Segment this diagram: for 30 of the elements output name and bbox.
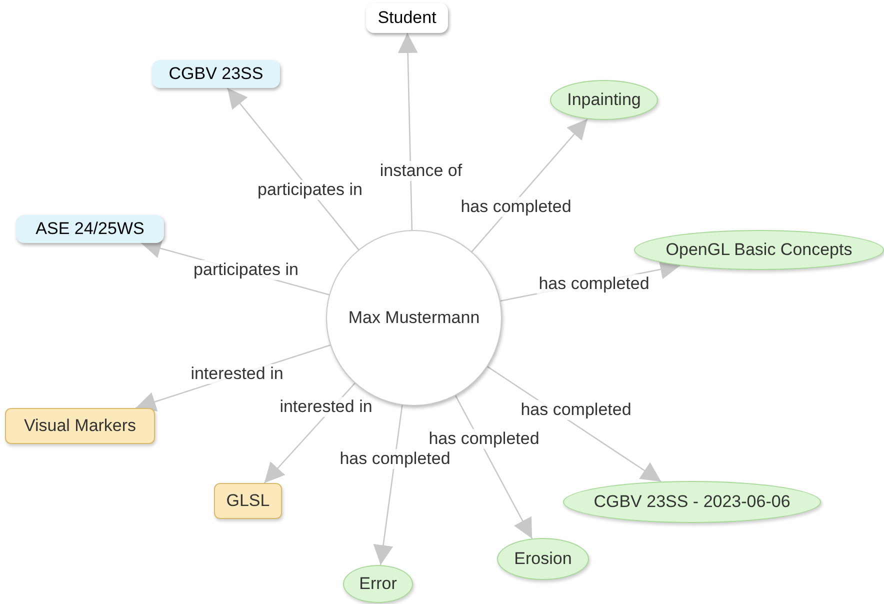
edge-label: has completed <box>338 449 452 469</box>
node-label: Visual Markers <box>24 415 136 438</box>
node-label: CGBV 23SS <box>168 63 264 86</box>
course-box <box>152 60 280 88</box>
node-label: Inpainting <box>567 89 641 112</box>
node-label: CGBV 23SS - 2023-06-06 <box>594 491 790 514</box>
edge-label: has completed <box>458 197 574 217</box>
node-label: GLSL <box>226 490 270 512</box>
edge-label: has completed <box>518 400 634 420</box>
edge-label: participates in <box>256 180 364 200</box>
arrow <box>398 32 418 230</box>
edge-label: has completed <box>536 274 652 294</box>
course-box <box>16 215 164 243</box>
completed-ellipse <box>497 538 589 580</box>
edge-label: has completed <box>426 429 542 449</box>
arrow <box>226 88 360 250</box>
topic-box <box>5 408 155 444</box>
completed-ellipse <box>550 80 658 120</box>
node-label: Student <box>378 7 436 30</box>
edge-label: interested in <box>188 364 286 384</box>
class-box <box>366 3 448 33</box>
node-label: Error <box>359 573 397 596</box>
completed-ellipse <box>634 230 884 270</box>
topic-box <box>214 483 282 519</box>
node-label: OpenGL Basic Concepts <box>666 239 852 262</box>
node-label: ASE 24/25WS <box>36 218 144 240</box>
edge-label: participates in <box>192 260 300 280</box>
node-label: Erosion <box>514 548 572 570</box>
node-label: Max Mustermann <box>348 307 480 330</box>
completed-ellipse <box>343 565 413 603</box>
